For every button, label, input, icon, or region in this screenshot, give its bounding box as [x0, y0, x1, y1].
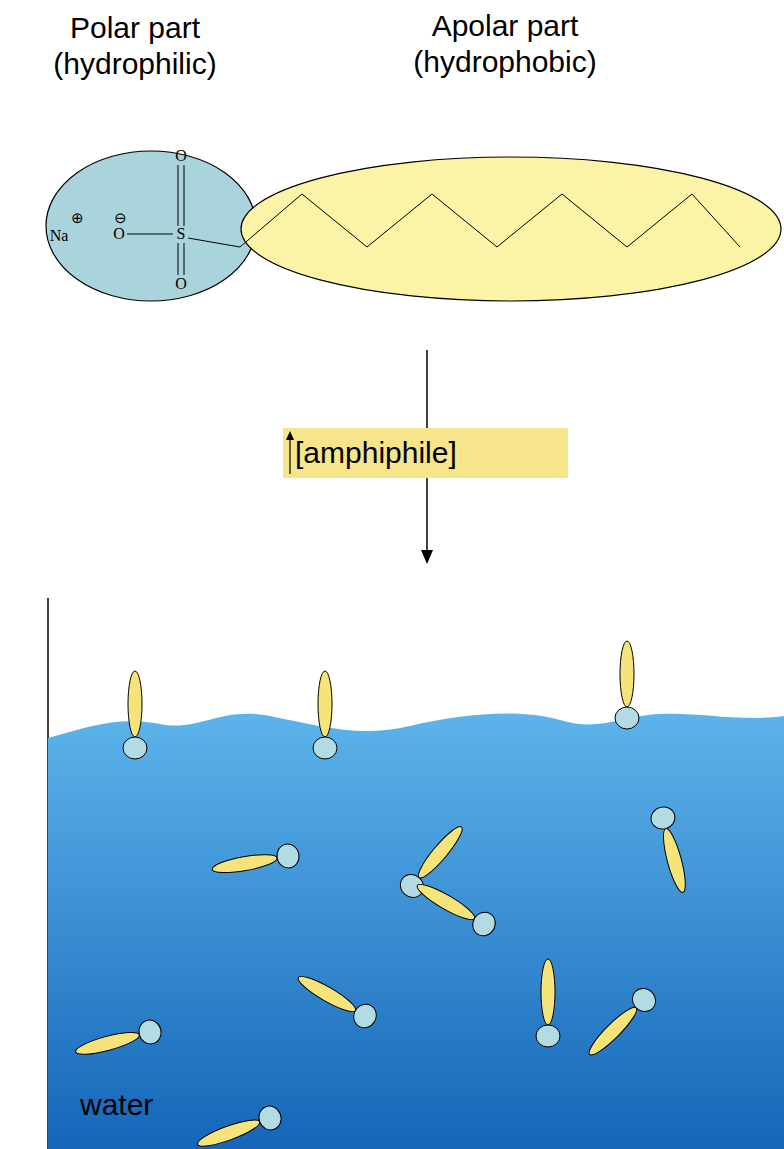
molecule-head	[313, 737, 337, 759]
bond	[127, 234, 173, 235]
molecule-head	[275, 842, 301, 869]
amphiphile-molecule	[536, 959, 560, 1047]
molecule-tail	[585, 1003, 642, 1060]
water-body	[48, 713, 784, 1149]
charge-sign: ⊕	[71, 211, 84, 226]
concentration-label: [amphiphile]	[283, 428, 568, 478]
molecule-tail	[295, 971, 359, 1016]
amphiphile-molecule	[210, 842, 301, 881]
molecule-tail	[128, 671, 142, 737]
bond	[178, 243, 179, 275]
molecule-head	[123, 737, 147, 759]
up-arrow	[289, 438, 290, 474]
tail-ellipse	[240, 156, 782, 302]
water-body	[0, 598, 784, 1149]
molecule-tail	[211, 851, 278, 876]
amphiphile-molecule	[194, 1103, 285, 1149]
part-heading: Polar part (hydrophilic)	[15, 10, 255, 82]
oxygen-atom: O	[175, 148, 187, 164]
molecule-head	[349, 1000, 380, 1032]
molecule-tail	[620, 641, 634, 707]
amphiphile-molecule	[73, 1018, 164, 1064]
molecule-head	[256, 1103, 285, 1133]
charge-sign: ⊖	[114, 211, 127, 226]
molecule-head	[649, 804, 678, 831]
tail-ellipse	[241, 157, 781, 301]
arrow-head	[421, 550, 433, 564]
molecule-tail	[541, 959, 555, 1025]
molecule-head	[468, 908, 499, 940]
carbon-chain	[240, 194, 740, 247]
molecule-tail	[74, 1028, 141, 1059]
amphiphile-molecule	[649, 804, 695, 895]
apolar-tail: Apolar part (hydrophobic)	[240, 156, 782, 302]
amphiphile-molecule	[292, 967, 380, 1032]
molecule-head	[136, 1018, 163, 1047]
sulfur-atom: S	[177, 226, 186, 242]
bond	[184, 243, 185, 275]
bond	[184, 165, 185, 226]
amphiphile-molecule	[615, 641, 639, 729]
head-ellipse	[45, 150, 257, 302]
amphiphile-molecule	[313, 671, 337, 759]
molecule-tail	[659, 827, 690, 894]
molecule-tail	[414, 823, 467, 883]
molecule-head	[536, 1025, 560, 1047]
part-heading: Apolar part (hydrophobic)	[360, 8, 650, 80]
region-label: water	[80, 1088, 153, 1122]
oxygen-atom: O	[113, 226, 125, 242]
polar-head: Polar part (hydrophilic)Na⊕⊖OSOO	[45, 150, 257, 302]
amphiphile-molecule	[123, 671, 147, 759]
molecule-head	[628, 984, 661, 1017]
bond	[188, 238, 240, 247]
molecule-tail	[414, 879, 478, 924]
concentration-text: [amphiphile]	[295, 436, 457, 470]
molecule-head	[615, 707, 639, 729]
amphiphile-molecule	[581, 984, 660, 1063]
molecule-tail	[195, 1115, 262, 1149]
molecule-tail	[318, 671, 332, 737]
sodium-atom: Na	[50, 228, 69, 244]
up-arrow	[286, 431, 294, 440]
head-ellipse	[46, 151, 256, 301]
oxygen-atom: O	[175, 276, 187, 292]
bond	[178, 165, 179, 226]
amphiphile-molecule	[411, 875, 499, 940]
water-region: water	[0, 598, 784, 1149]
